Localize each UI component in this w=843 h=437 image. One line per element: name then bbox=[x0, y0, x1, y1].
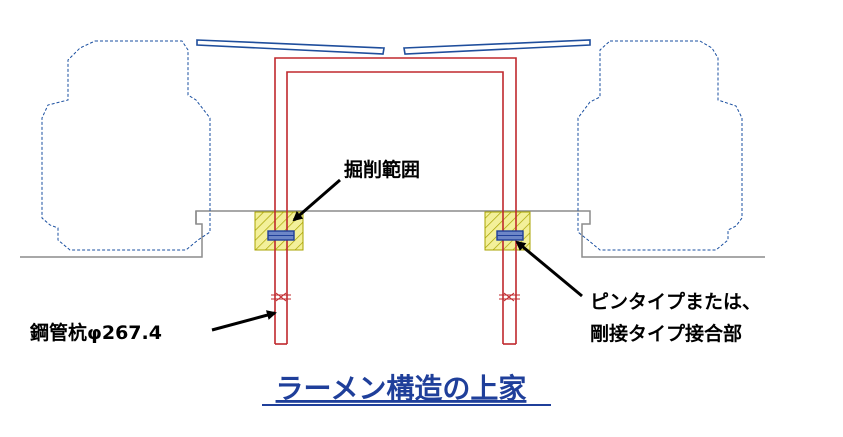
train-outline-right bbox=[577, 40, 743, 251]
train-outline-left bbox=[41, 40, 211, 251]
arrow-pile bbox=[211, 310, 277, 332]
label-steel-pipe-pile: 鋼管杭φ267.4 bbox=[29, 321, 162, 344]
caption: ラーメン構造の上家 bbox=[276, 372, 527, 405]
ground-line bbox=[20, 210, 765, 258]
pile-splice-right bbox=[499, 292, 520, 302]
roof-panel-right bbox=[403, 39, 591, 55]
label-excavation-range: 掘削範囲 bbox=[344, 158, 420, 181]
frame-outer bbox=[274, 57, 517, 344]
pile-splice-left bbox=[271, 292, 291, 302]
label-joint-type-line1: ピンタイプまたは、 bbox=[590, 290, 761, 313]
joint-plate-right bbox=[496, 230, 524, 241]
label-joint-type-line2: 剛接タイプ接合部 bbox=[590, 322, 742, 345]
joint-plate-left bbox=[267, 230, 295, 241]
frame-inner bbox=[286, 71, 504, 344]
roof-panel-left bbox=[196, 39, 385, 55]
arrow-joint bbox=[515, 240, 583, 298]
arrow-excavation bbox=[292, 178, 341, 222]
